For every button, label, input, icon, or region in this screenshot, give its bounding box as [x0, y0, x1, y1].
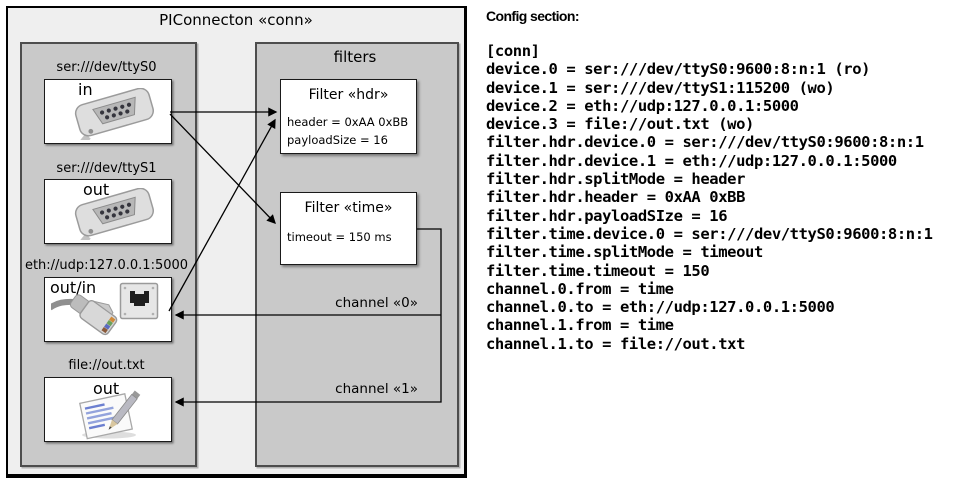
- piconnecton-box: PIConnecton «conn» filters ser:///dev/tt…: [6, 6, 467, 478]
- device-node-ttys0: in: [44, 79, 172, 144]
- config-line: device.1 = ser:///dev/ttyS1:115200 (wo): [486, 78, 835, 97]
- filter-node-time: Filter «time» timeout = 150 ms: [280, 192, 417, 265]
- filter-title: Filter «hdr»: [308, 87, 389, 103]
- port-direction-label: out/in: [50, 278, 97, 297]
- ethernet-jack-icon: [119, 282, 159, 320]
- filter-title: Filter «time»: [304, 200, 393, 216]
- device-node-file: out: [44, 377, 172, 442]
- filter-attribute: header = 0xAA 0xBB: [287, 115, 409, 129]
- serial-connector-icon: [72, 88, 155, 140]
- config-line: filter.hdr.device.0 = ser:///dev/ttyS0:9…: [486, 133, 924, 152]
- device-label-file: file://out.txt: [68, 358, 145, 373]
- device-node-eth: out/in: [44, 277, 172, 342]
- filters-container-title: filters: [333, 48, 377, 66]
- filter-attributes: timeout = 150 ms: [281, 228, 416, 246]
- channel-1-label: channel «1»: [335, 381, 418, 397]
- config-line: filter.hdr.splitMode = header: [486, 170, 746, 189]
- device-node-ttys1: out: [44, 179, 172, 244]
- config-heading: Config section:: [486, 8, 579, 24]
- config-line: filter.time.timeout = 150: [486, 261, 710, 280]
- config-line: channel.0.to = eth://udp:127.0.0.1:5000: [486, 298, 835, 317]
- config-line: filter.hdr.payloadSIze = 16: [486, 206, 728, 225]
- serial-connector-icon: [72, 188, 155, 240]
- config-line: filter.time.splitMode = timeout: [486, 243, 763, 262]
- config-line: filter.time.device.0 = ser:///dev/ttyS0:…: [486, 224, 933, 243]
- config-line: filter.hdr.header = 0xAA 0xBB: [486, 188, 746, 207]
- config-line: channel.1.from = time: [486, 316, 674, 335]
- config-line: filter.hdr.device.1 = eth://udp:127.0.0.…: [486, 151, 897, 170]
- config-lines: [conn] device.0 = ser:///dev/ttyS0:9600:…: [486, 42, 962, 353]
- config-line: channel.1.to = file://out.txt: [486, 334, 746, 353]
- config-panel: Config section: [conn] device.0 = ser://…: [486, 8, 962, 353]
- config-line: channel.0.from = time: [486, 279, 674, 298]
- config-line: device.2 = eth://udp:127.0.0.1:5000: [486, 96, 799, 115]
- filter-attribute: payloadSize = 16: [287, 133, 388, 147]
- port-direction-label: out: [93, 379, 120, 398]
- device-label-ttys1: ser:///dev/ttyS1: [56, 161, 157, 176]
- diagram-title: PIConnecton «conn»: [159, 11, 313, 29]
- ethernet-cable-icon: [51, 294, 118, 336]
- port-direction-label: out: [83, 180, 110, 199]
- device-label-ttys0: ser:///dev/ttyS0: [56, 60, 157, 75]
- filter-attribute: timeout = 150 ms: [287, 230, 392, 244]
- notepad-icon: [79, 390, 141, 440]
- filter-attributes: header = 0xAA 0xBB payloadSize = 16: [281, 113, 416, 149]
- config-line: device.0 = ser:///dev/ttyS0:9600:8:n:1 (…: [486, 60, 871, 79]
- channel-0-label: channel «0»: [335, 295, 418, 311]
- filter-node-hdr: Filter «hdr» header = 0xAA 0xBB payloadS…: [280, 79, 417, 154]
- config-line: [conn]: [486, 42, 540, 60]
- device-label-eth: eth://udp:127.0.0.1:5000: [24, 258, 189, 273]
- config-line: device.3 = file://out.txt (wo): [486, 115, 754, 134]
- port-direction-label: in: [78, 80, 93, 99]
